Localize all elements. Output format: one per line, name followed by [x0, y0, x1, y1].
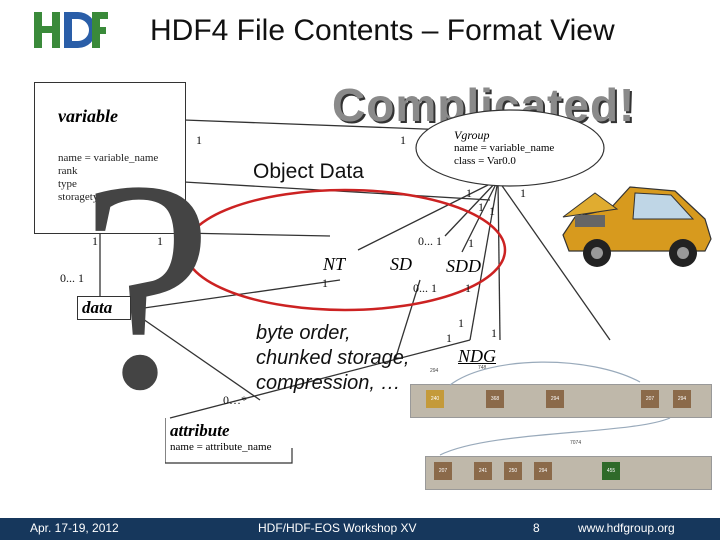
mult-label: 1 — [465, 281, 471, 295]
note-compression: compression, … — [256, 372, 401, 394]
strip-cell: 294 — [673, 390, 691, 408]
variable-title: variable — [58, 106, 118, 126]
strip-cell: 455 — [602, 462, 620, 480]
object-data-label: Object Data — [253, 160, 364, 183]
vg-sdd-line — [461, 179, 499, 253]
question-mark: ? — [80, 119, 214, 451]
mult-label: 0... 1 — [413, 281, 437, 295]
storage-strip-top: 240 368 294 207 294 — [410, 384, 712, 418]
node-nt: NT — [323, 254, 346, 274]
attribute-box — [165, 418, 293, 464]
mult-label: 1 — [446, 331, 452, 345]
var-vgroup-line — [183, 119, 451, 131]
footer-bar — [0, 518, 720, 540]
car-illustration — [555, 165, 715, 275]
slide-title: HDF4 File Contents – Format View — [150, 14, 615, 47]
variable-attr-storagetype: storagetype — [58, 191, 109, 203]
hdf-logo — [30, 8, 110, 54]
strip-cell: 207 — [434, 462, 452, 480]
strip-cell: 368 — [486, 390, 504, 408]
vgroup-ellipse — [415, 109, 605, 187]
vg-ndg-line — [469, 179, 499, 341]
highlight-ellipse — [183, 188, 507, 312]
mult-label: 1 — [196, 133, 202, 147]
mult-label: 0…* — [223, 393, 247, 407]
attribute-attr-name: name = attribute_name — [170, 441, 272, 453]
mult-label: 0... 1 — [60, 271, 84, 285]
strip-arrows — [439, 361, 671, 456]
strip-mark: 294 — [430, 368, 439, 374]
node-ndg: NDG — [458, 346, 497, 366]
note-chunked-storage: chunked storage, — [256, 347, 410, 369]
mult-label: 1 — [478, 200, 484, 214]
storage-strip-bottom: 207 241 250 294 455 — [425, 456, 712, 490]
strip-mark: 748 — [478, 365, 487, 371]
footer-event: HDF/HDF-EOS Workshop XV — [258, 521, 417, 535]
data-box — [77, 296, 131, 320]
strip-cell: 207 — [641, 390, 659, 408]
node-sdd: SDD — [446, 256, 481, 276]
variable-attr-type: type — [58, 178, 77, 190]
data-title: data — [82, 298, 113, 317]
node-sd: SD — [390, 254, 412, 274]
mult-label: 1 — [157, 234, 163, 248]
mult-label: 1 — [520, 186, 526, 200]
vg-nt-line — [357, 179, 499, 251]
note-byte-order: byte order, — [256, 322, 351, 344]
vgroup-attr-name: name = variable_name — [454, 142, 555, 154]
strip-cell: 240 — [426, 390, 444, 408]
variable-attr-rank: rank — [58, 165, 78, 177]
vg-ndg-line2 — [497, 179, 501, 341]
footer-site-link[interactable]: www.hdfgroup.org — [578, 521, 675, 535]
variable-box — [34, 82, 186, 234]
mult-label: 1 — [458, 316, 464, 330]
variable-attr-name: name = variable_name — [58, 152, 159, 164]
sd-note-line — [394, 279, 421, 361]
mult-label: 1 — [322, 276, 328, 290]
strip-cell: 241 — [474, 462, 492, 480]
strip-cell: 294 — [546, 390, 564, 408]
data-nt-line — [129, 279, 341, 311]
strip-mark: 7074 — [570, 440, 582, 446]
vgroup-title: Vgroup — [454, 128, 490, 142]
mult-label: 1 — [491, 326, 497, 340]
data-attr-line — [129, 309, 261, 401]
mult-label: 1 — [489, 204, 495, 218]
attr-ndg-line — [169, 339, 471, 419]
mult-label: 1 — [92, 234, 98, 248]
strip-cell: 250 — [504, 462, 522, 480]
footer-date: Apr. 17-19, 2012 — [30, 521, 119, 535]
vg-od-line — [444, 179, 499, 237]
attribute-title: attribute — [170, 421, 230, 440]
mult-label: 1 — [400, 133, 406, 147]
mult-label: 1 — [468, 236, 474, 250]
mult-label: 1 — [466, 186, 472, 200]
mult-label: 0... 1 — [418, 234, 442, 248]
vgroup-attr-class: class = Var0.0 — [454, 155, 516, 167]
strip-cell: 294 — [534, 462, 552, 480]
footer-page-number: 8 — [533, 521, 540, 535]
vg-right-line — [497, 179, 611, 341]
